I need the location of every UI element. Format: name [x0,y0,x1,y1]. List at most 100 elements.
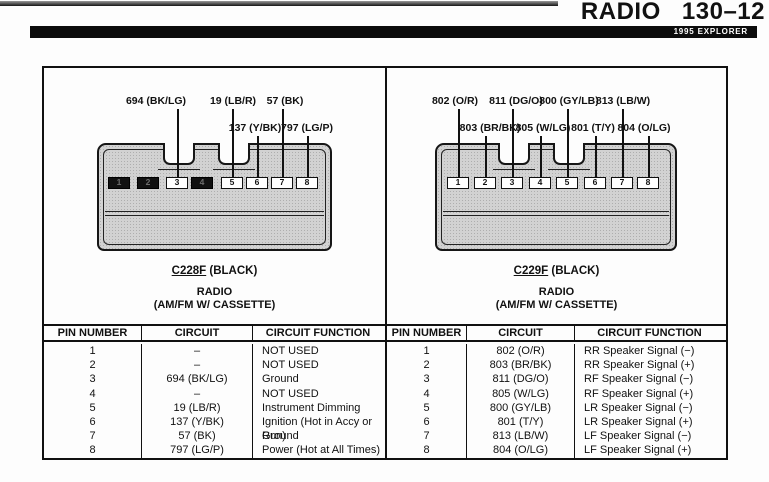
pin-number-cell: 7 [387,429,467,444]
wire-label: 137 (Y/BK) [228,122,282,134]
connector-drawing-c228f [97,143,332,251]
circuit-function-cell: NOT USED [262,359,319,372]
connector-notch [548,143,590,170]
leader-line [257,136,259,177]
connector-pin: 2 [137,177,159,189]
connector-id: C228F [171,265,207,277]
page-title: RADIO 130–12 [580,0,765,25]
leader-line [595,136,597,177]
connector-pin: 1 [108,177,130,189]
connector-id: C229F [513,265,549,277]
connector-drawing-c229f [435,143,677,251]
circuit-function-cell: LF Speaker Signal (−) [584,430,692,443]
wire-label: 801 (T/Y) [571,122,615,134]
connector-panel-c228f: 694 (BK/LG) 19 (LB/R) 57 (BK) 137 (Y/BK)… [44,68,385,458]
leader-line [177,109,179,177]
connector-name: C229F (BLACK) [387,265,726,277]
table-header-cell: CIRCUIT FUNCTION [597,327,702,339]
pin-number-cell: 7 [44,429,142,444]
connector-pin: 5 [221,177,243,189]
circuit-cell: 804 (O/LG) [467,443,575,458]
connector-pin: 6 [246,177,268,189]
device-name: RADIO [538,286,575,298]
circuit-function-cell: RF Speaker Signal (−) [584,373,694,386]
pin-number-cell: 2 [44,358,142,373]
wire-label: 803 (BR/BK) [459,122,521,134]
circuit-function-cell: Ground [262,373,299,386]
circuit-function-cell: LF Speaker Signal (+) [584,444,692,457]
wire-label: 813 (LB/W) [595,95,651,107]
wire-label: 811 (DG/O) [489,95,543,107]
connector-color: (BLACK) [206,265,258,277]
connector-color: (BLACK) [548,265,600,277]
circuit-function-cell: RR Speaker Signal (−) [584,345,695,357]
connector-pin: 4 [529,177,551,189]
device-detail: (AM/FM W/ CASSETTE) [495,299,618,311]
connector-pin: 3 [166,177,188,189]
circuit-function-cell: Ground [262,430,299,443]
wire-label: 797 (LG/P) [281,122,333,134]
circuit-cell: 800 (GY/LB) [467,400,575,415]
table-header-row: PIN NUMBER CIRCUIT CIRCUIT FUNCTION [387,324,726,342]
connector-notch [493,143,535,170]
connector-pin: 2 [474,177,496,189]
circuit-function-cell: RR Speaker Signal (+) [584,359,695,372]
pin-number-cell: 3 [387,372,467,387]
connector-pin: 7 [271,177,293,189]
connector-pin: 6 [584,177,606,189]
circuit-cell: – [142,344,253,359]
wire-label: 57 (BK) [266,95,304,107]
connector-seam-line [443,215,669,216]
connector-notch [158,143,200,170]
wire-label: 802 (O/R) [431,95,479,107]
leader-line [648,136,650,177]
connector-pin: 8 [296,177,318,189]
device-detail: (AM/FM W/ CASSETTE) [153,299,276,311]
table-header-cell: CIRCUIT [467,326,575,340]
circuit-cell: 19 (LB/R) [142,400,253,415]
pin-number-cell: 4 [44,386,142,401]
pin-number-cell: 3 [44,372,142,387]
circuit-cell: – [142,358,253,373]
connector-notch [213,143,255,170]
circuit-function-cell: LR Speaker Signal (−) [584,401,693,414]
circuit-cell: 813 (LB/W) [467,429,575,444]
pin-number-cell: 1 [387,344,467,359]
table-header-cell: CIRCUIT FUNCTION [265,327,371,339]
circuit-cell: 802 (O/R) [467,344,575,359]
circuit-function-cell: LR Speaker Signal (+) [584,415,693,428]
device-name: RADIO [196,286,233,298]
pin-number-cell: 1 [44,344,142,359]
circuit-cell: 811 (DG/O) [467,372,575,387]
wire-label: 804 (O/LG) [617,122,671,134]
leader-line [622,109,624,177]
connector-pin: 5 [556,177,578,189]
wire-label: 694 (BK/LG) [125,95,187,107]
connector-seam-line [105,215,324,216]
pin-number-cell: 6 [387,414,467,430]
top-rule [0,1,558,6]
circuit-cell: 57 (BK) [142,429,253,444]
circuit-function-cell: Instrument Dimming [262,401,361,414]
connector-pin: 4 [191,177,213,189]
connector-seam-line [105,211,324,212]
leader-line [232,109,234,177]
circuit-cell: 694 (BK/LG) [142,372,253,387]
diagram-frame: 694 (BK/LG) 19 (LB/R) 57 (BK) 137 (Y/BK)… [42,66,728,460]
leader-line [458,109,460,177]
circuit-function-cell: NOT USED [262,345,319,357]
connector-name: C228F (BLACK) [44,265,385,277]
circuit-cell: 805 (W/LG) [467,386,575,401]
circuit-function-cell: Power (Hot at All Times) [262,444,380,457]
pin-table: 1 802 (O/R) RR Speaker Signal (−) 2 803 … [387,342,726,458]
circuit-function-cell: Ignition (Hot in Accy or Run) [262,415,373,443]
pin-number-cell: 5 [44,400,142,415]
leader-line [282,109,284,177]
pin-number-cell: 2 [387,358,467,373]
circuit-cell: 137 (Y/BK) [142,414,253,430]
circuit-function-cell: NOT USED [262,387,319,400]
leader-line [567,109,569,177]
pin-number-cell: 6 [44,414,142,430]
pin-table: 1 – NOT USED 2 – NOT USED 3 694 (BK/LG) … [44,342,385,458]
circuit-function-cell: RF Speaker Signal (+) [584,387,694,400]
